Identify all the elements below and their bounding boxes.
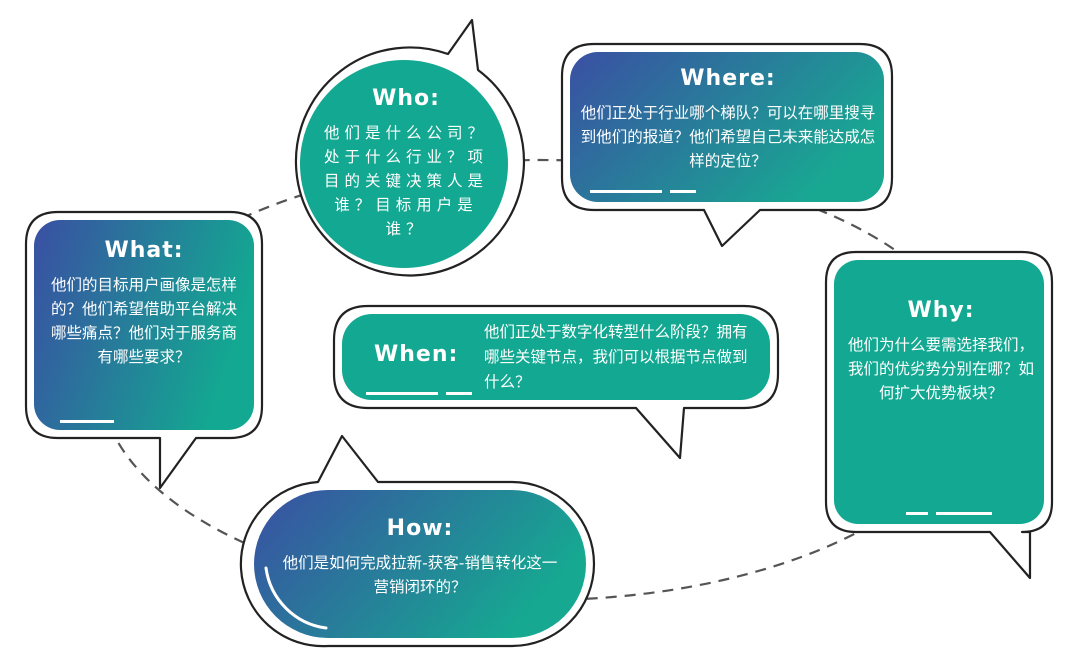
who-bubble <box>294 18 526 277</box>
what-body: 他们的目标用户画像是怎样的？他们希望借助平台解决哪些痛点？他们对于服务商有哪些要… <box>50 276 237 366</box>
what-bubble-fill <box>34 220 254 430</box>
why-text: Why: 他们为什么要需选择我们，我们的优劣势分别在哪？如何扩大优势板块？ <box>846 298 1036 405</box>
how-bubble <box>239 434 596 648</box>
why-accent-line-long <box>936 512 992 515</box>
how-body: 他们是如何完成拉新-获客-销售转化这一营销闭环的？ <box>282 554 558 596</box>
who-title: Who: <box>372 86 440 111</box>
where-accent-line-long <box>590 190 662 193</box>
what-bubble <box>24 210 264 490</box>
when-bubble-fill <box>342 314 770 400</box>
what-accent-line <box>60 420 114 423</box>
where-bubble-fill <box>570 52 884 202</box>
where-bubble <box>560 42 894 248</box>
when-body: 他们正处于数字化转型什么阶段？拥有哪些关键节点，我们可以根据节点做到什么？ <box>484 323 748 391</box>
why-bubble-fill <box>834 260 1044 524</box>
where-accent-line-short <box>670 190 696 193</box>
who-bubble-fill <box>300 60 508 268</box>
how-text: How: 他们是如何完成拉新-获客-销售转化这一营销闭环的？ <box>280 516 560 599</box>
why-bubble <box>824 250 1054 580</box>
who-body: 他们是什么公司？处于什么行业？项目的关键决策人是谁？目标用户是谁？ <box>323 124 488 238</box>
why-body: 他们为什么要需选择我们，我们的优劣势分别在哪？如何扩大优势板块？ <box>847 336 1034 402</box>
where-text: Where: 他们正处于行业哪个梯队？可以在哪里搜寻到他们的报道？他们希望自己未… <box>578 66 878 173</box>
why-title: Why: <box>907 298 975 323</box>
when-accent-line-long <box>366 392 438 395</box>
when-bubble <box>332 304 780 460</box>
who-text: Who: 他们是什么公司？处于什么行业？项目的关键决策人是谁？目标用户是谁？ <box>318 86 494 241</box>
how-bubble-fill <box>254 490 586 638</box>
when-title: When: <box>374 342 459 367</box>
where-title: Where: <box>680 66 776 91</box>
where-body: 他们正处于行业哪个梯队？可以在哪里搜寻到他们的报道？他们希望自己未来能达成怎样的… <box>580 104 876 170</box>
what-text: What: 他们的目标用户画像是怎样的？他们希望借助平台解决哪些痛点？他们对于服… <box>44 238 244 369</box>
how-accent-arc <box>264 566 328 630</box>
what-title: What: <box>104 238 184 263</box>
why-accent-line-short <box>906 512 928 515</box>
when-accent-line-short <box>446 392 472 395</box>
how-title: How: <box>386 516 454 541</box>
